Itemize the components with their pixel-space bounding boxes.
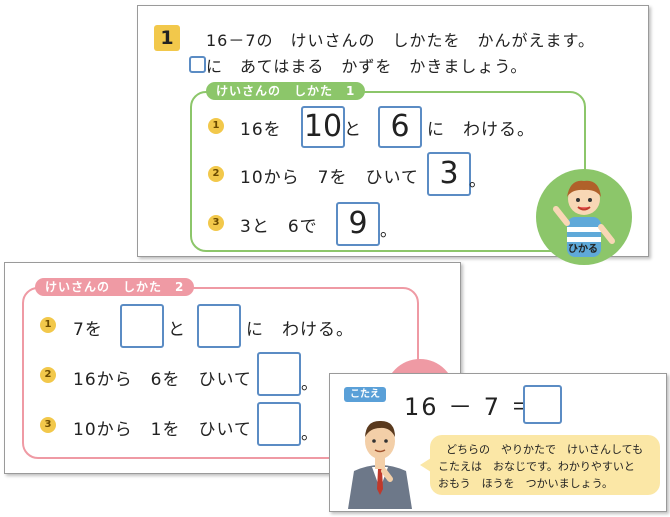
hikaru-name-label: ひかる xyxy=(568,244,598,255)
step-2-marker: 2 xyxy=(40,367,56,383)
bubble-line-1: どちらの やりかたで けいさんしても xyxy=(446,443,644,456)
step-1-answer-box-1[interactable]: 10 xyxy=(301,106,345,148)
step-1-text-b: と xyxy=(344,120,362,140)
step-3-answer-box[interactable]: 9 xyxy=(336,202,380,246)
step-3-answer-box[interactable] xyxy=(257,402,301,446)
step-1-text-b: と xyxy=(168,320,186,340)
step-3-text-b: 。 xyxy=(301,424,319,444)
instruction-line-1: 16－7の けいさんの しかたを かんがえます。 xyxy=(206,31,595,50)
bubble-line-2: こたえは おなじです。わかりやすいと xyxy=(438,460,635,473)
step-2-answer-box[interactable]: 3 xyxy=(427,152,471,196)
step-2-text-b: 。 xyxy=(469,171,487,191)
teacher-character xyxy=(340,409,420,509)
problem-number-badge: 1 xyxy=(154,25,180,51)
teacher-illustration-icon xyxy=(348,420,412,509)
bubble-line-3: おもう ほうを つかいましょう。 xyxy=(438,477,614,490)
step-1-text-c: に わける。 xyxy=(427,120,535,140)
step-2-text-b: 。 xyxy=(301,374,319,394)
step-1-answer-box-2[interactable]: 6 xyxy=(378,106,422,148)
step-1-text-a: 16を xyxy=(240,120,282,140)
answer-card: こたえ 16 － 7 ＝ どちらの やりかたで けいさんしても こたえは おなじ… xyxy=(329,373,667,512)
step-3-text-a: 10から 1を ひいて xyxy=(73,420,252,440)
step-3-text-b: 。 xyxy=(380,221,398,241)
step-2-text-a: 10から 7を ひいて xyxy=(240,168,419,188)
step-1-text-c: に わける。 xyxy=(246,320,354,340)
step-1-marker: 1 xyxy=(208,118,224,134)
step-3-marker: 3 xyxy=(208,215,224,231)
equation-answer-box[interactable] xyxy=(523,385,562,424)
step-3-marker: 3 xyxy=(40,417,56,433)
step-1-answer-box-2[interactable] xyxy=(197,304,241,348)
method-1-card: 1 16－7の けいさんの しかたを かんがえます。 に あてはまる かずを か… xyxy=(137,5,649,265)
explanation-speech-bubble xyxy=(430,435,660,495)
method-1-label: けいさんの しかた 1 xyxy=(206,82,366,100)
boy-illustration-icon xyxy=(553,180,615,257)
instruction-line-2: に あてはまる かずを かきましょう。 xyxy=(206,57,528,76)
blank-box-legend xyxy=(189,56,206,73)
step-1-marker: 1 xyxy=(40,317,56,333)
step-3-text-a: 3と 6で xyxy=(240,217,318,237)
step-1-answer-box-1[interactable] xyxy=(120,304,164,348)
hikaru-character xyxy=(536,169,632,265)
step-2-text-a: 16から 6を ひいて xyxy=(73,370,252,390)
step-2-marker: 2 xyxy=(208,166,224,182)
step-1-text-a: 7を xyxy=(73,320,103,340)
answer-label: こたえ xyxy=(344,387,386,402)
equation-text: 16 － 7 ＝ xyxy=(404,393,537,421)
speech-bubble-tail xyxy=(420,458,431,472)
method-2-label: けいさんの しかた 2 xyxy=(35,278,195,296)
step-2-answer-box[interactable] xyxy=(257,352,301,396)
